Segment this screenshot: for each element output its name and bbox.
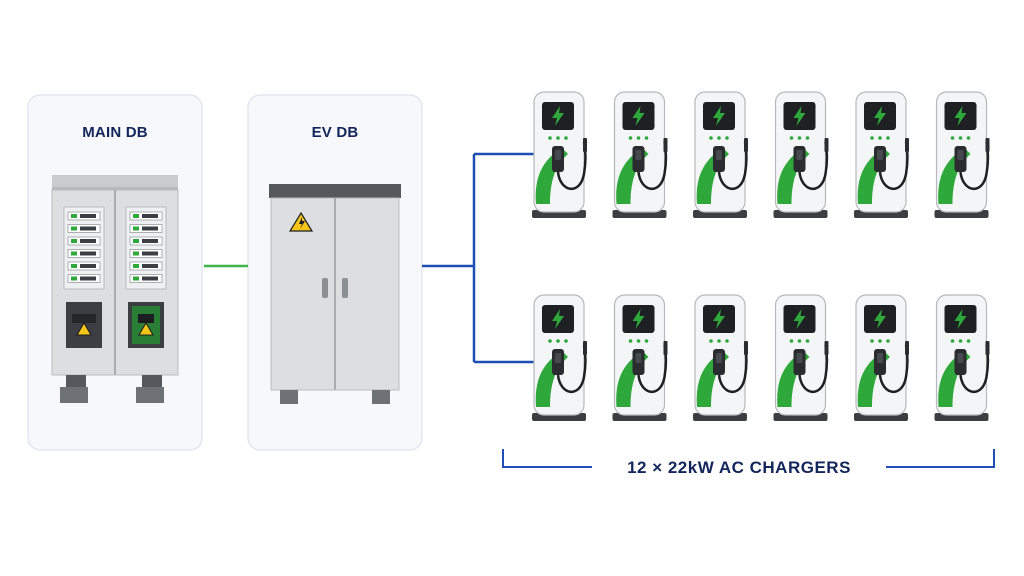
- breaker-module: [67, 211, 101, 221]
- ev-charger: [693, 91, 748, 218]
- lightning-bolt-icon: [552, 106, 564, 126]
- ev-db-cabinet: [269, 184, 401, 404]
- lightning-bolt-icon: [874, 309, 886, 329]
- ev-charger: [773, 294, 829, 421]
- ev-db-title: EV DB: [312, 124, 359, 141]
- lightning-bolt-icon: [552, 309, 564, 329]
- breaker-module: [129, 249, 163, 258]
- ev-charger: [532, 294, 587, 421]
- main-db-cabinet: [51, 175, 179, 403]
- lightning-bolt-icon: [632, 106, 645, 126]
- breaker-module: [129, 211, 163, 221]
- lightning-bolt-icon: [874, 106, 886, 126]
- ev-charger: [854, 294, 909, 421]
- ev-charger: [854, 91, 909, 218]
- ev-charger: [934, 91, 990, 218]
- breaker-module: [67, 274, 101, 283]
- lightning-bolt-icon: [632, 309, 645, 329]
- lightning-bolt-icon: [793, 106, 806, 126]
- breaker-module: [67, 224, 101, 233]
- breaker-module: [129, 274, 163, 283]
- charger-group-label: 12 × 22kW AC CHARGERS: [627, 458, 851, 477]
- ev-charger: [934, 294, 990, 421]
- breaker-module: [67, 236, 101, 246]
- lightning-bolt-icon: [954, 309, 967, 329]
- breaker-module: [67, 261, 101, 271]
- warning-triangle-icon: [288, 211, 314, 232]
- ev-charger: [612, 91, 668, 218]
- lightning-bolt-icon: [954, 106, 967, 126]
- breaker-module: [129, 224, 163, 233]
- main-db-title: MAIN DB: [82, 124, 148, 141]
- lightning-bolt-icon: [713, 106, 725, 126]
- charger-grid: [532, 91, 990, 421]
- charger-group-bracket: [502, 449, 995, 468]
- main-db-breakers: [67, 211, 163, 336]
- ev-to-chargers-link: [422, 152, 534, 364]
- breaker-module: [129, 236, 163, 246]
- ev-charger: [612, 294, 668, 421]
- ev-charger: [532, 91, 587, 218]
- breaker-module: [67, 249, 101, 258]
- breaker-module: [129, 261, 163, 271]
- lightning-bolt-icon: [713, 309, 725, 329]
- warning-triangle-icon: [138, 322, 154, 336]
- lightning-bolt-icon: [793, 309, 806, 329]
- ev-charger: [693, 294, 748, 421]
- ev-charger: [773, 91, 829, 218]
- warning-triangle-icon: [76, 322, 92, 336]
